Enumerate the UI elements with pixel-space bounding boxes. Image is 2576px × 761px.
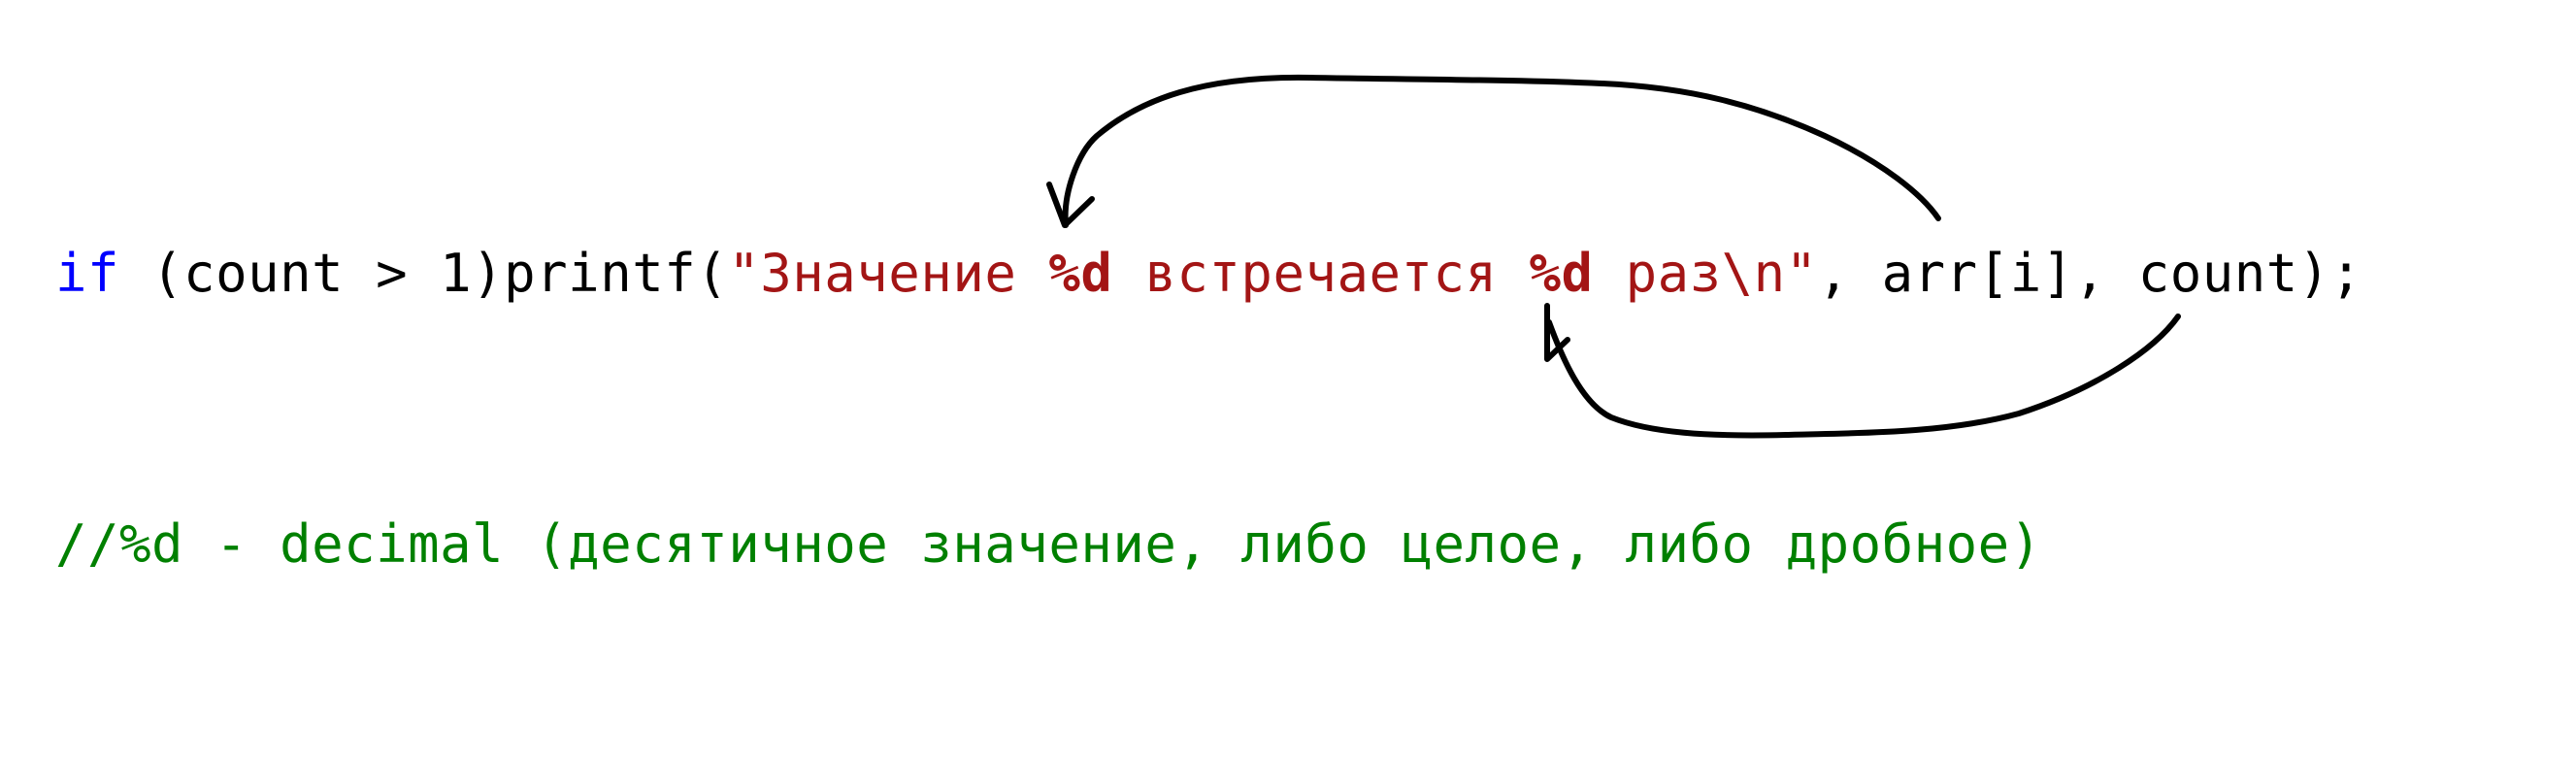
format-specifier-second: %d (1529, 243, 1594, 304)
code-line-printf: if (count > 1)printf("Значение %d встреч… (55, 242, 2362, 306)
string-literal-middle: встречается (1112, 243, 1530, 304)
code-comment-line: //%d - decimal (десятичное значение, либ… (55, 513, 2042, 575)
condition-and-call: (count > 1)printf( (119, 243, 729, 304)
hand-drawn-arrow-icon (1046, 74, 1941, 228)
call-arguments: , arr[i], count); (1817, 243, 2362, 304)
hand-drawn-arrow-icon (1544, 303, 2181, 439)
keyword-if: if (55, 243, 120, 304)
string-literal-open: "Значение (728, 243, 1049, 304)
string-literal-close: раз\n" (1593, 243, 1818, 304)
format-specifier-first: %d (1048, 243, 1113, 304)
